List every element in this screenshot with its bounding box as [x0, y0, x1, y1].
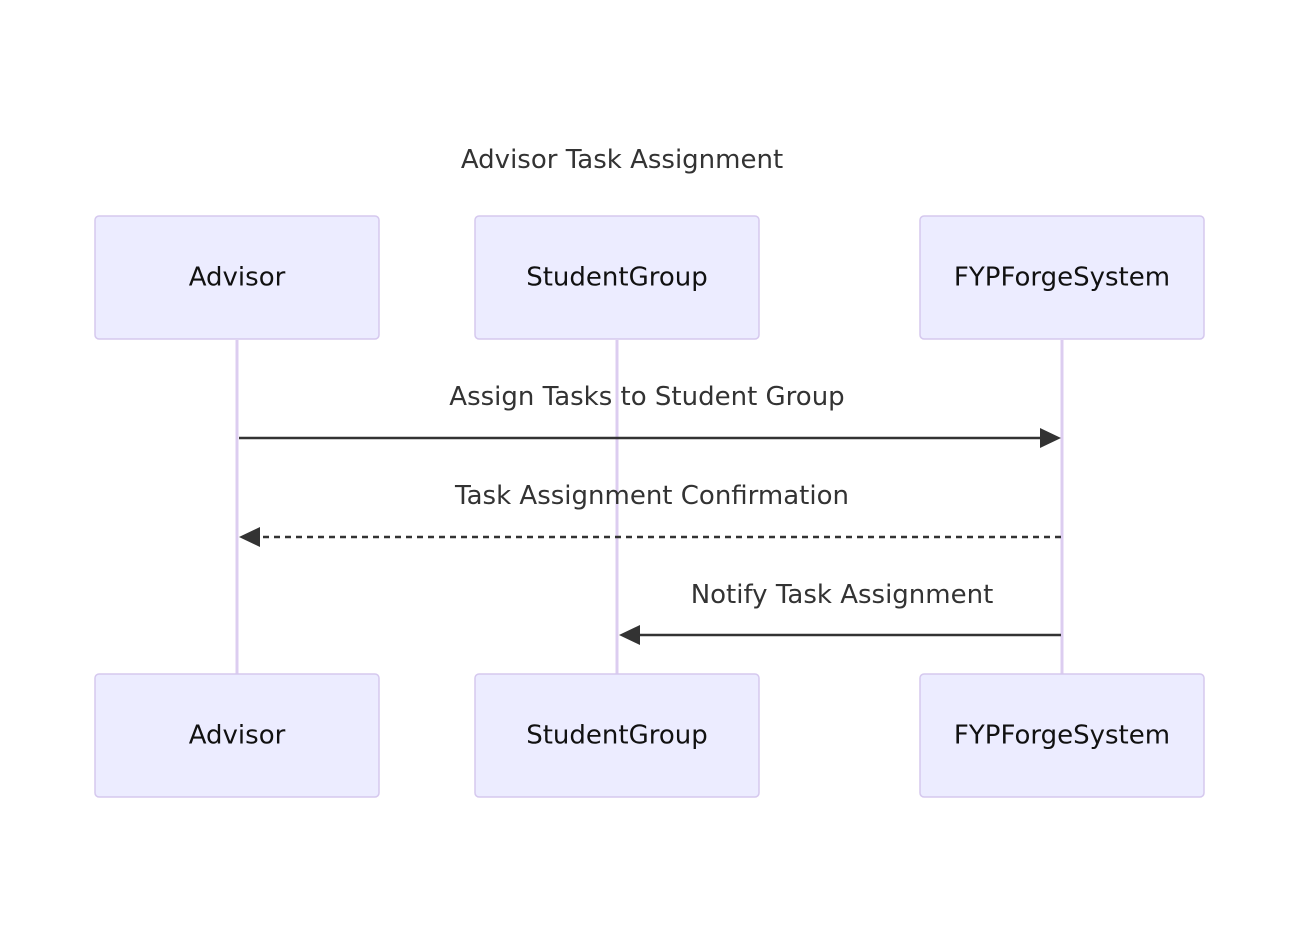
- actor-top-fypforgesystem: FYPForgeSystem: [919, 215, 1205, 340]
- message-confirmation: Task Assignment Confirmation: [239, 481, 1061, 547]
- message-notify-arrowhead: [619, 625, 640, 645]
- message-confirmation-arrowhead: [239, 527, 260, 547]
- actor-top-advisor: Advisor: [94, 215, 380, 340]
- actor-top-studentgroup-label: StudentGroup: [526, 263, 708, 293]
- actor-top-advisor-label: Advisor: [189, 263, 286, 293]
- message-assign-tasks-arrowhead: [1040, 428, 1061, 448]
- diagram-title: Advisor Task Assignment: [461, 145, 783, 175]
- message-notify: Notify Task Assignment: [619, 580, 1061, 645]
- actor-bottom-fypforgesystem-label: FYPForgeSystem: [954, 721, 1170, 751]
- message-confirmation-label: Task Assignment Confirmation: [454, 481, 849, 511]
- actor-bottom-studentgroup-label: StudentGroup: [526, 721, 708, 751]
- actor-bottom-advisor: Advisor: [94, 673, 380, 798]
- actor-bottom-studentgroup: StudentGroup: [474, 673, 760, 798]
- message-notify-label: Notify Task Assignment: [691, 580, 994, 610]
- actor-top-fypforgesystem-label: FYPForgeSystem: [954, 263, 1170, 293]
- actor-top-studentgroup: StudentGroup: [474, 215, 760, 340]
- actor-bottom-fypforgesystem: FYPForgeSystem: [919, 673, 1205, 798]
- actor-bottom-advisor-label: Advisor: [189, 721, 286, 751]
- message-assign-tasks: Assign Tasks to Student Group: [239, 382, 1061, 448]
- message-assign-tasks-label: Assign Tasks to Student Group: [449, 382, 844, 412]
